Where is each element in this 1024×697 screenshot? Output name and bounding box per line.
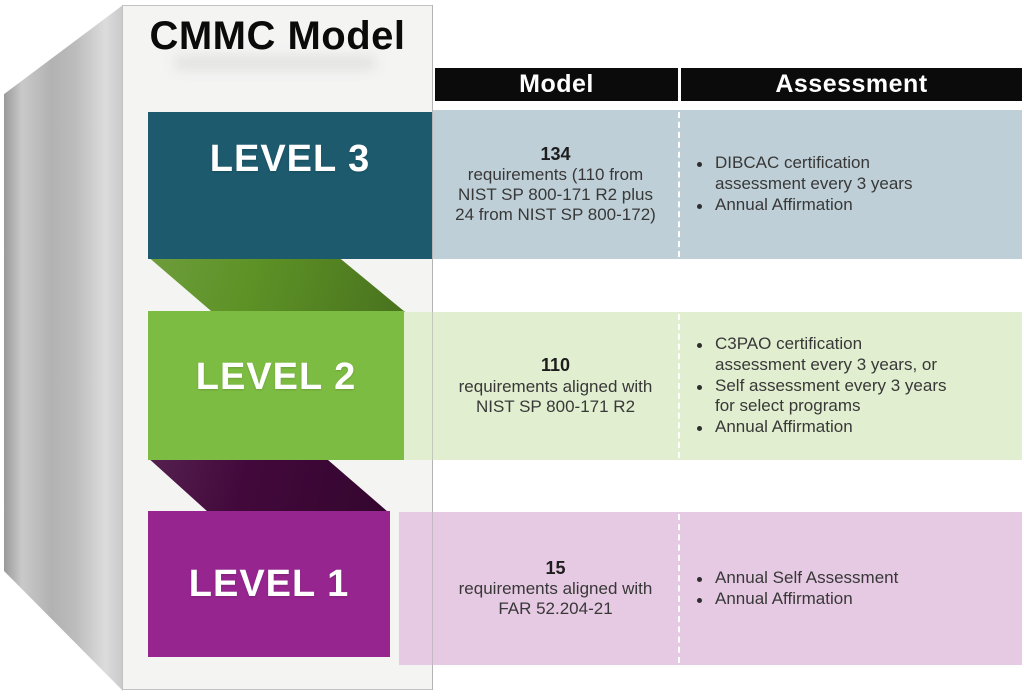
assessment-item: Annual Affirmation	[697, 195, 947, 216]
assessment-item: DIBCAC certification assessment every 3 …	[697, 153, 947, 194]
level3-requirement-count: 134	[540, 143, 571, 164]
column-header-model: Model	[435, 68, 678, 101]
column-divider-dashed	[678, 314, 680, 458]
panel-edge-line	[432, 5, 433, 690]
assessment-item: Annual Self Assessment	[696, 567, 899, 587]
assessment-item: Annual Affirmation	[697, 417, 947, 438]
level1-assessment-list: Annual Self Assessment Annual Affirmatio…	[681, 568, 898, 609]
level1-bar: LEVEL 1	[148, 511, 390, 657]
figure-title: CMMC Model	[149, 14, 406, 58]
level1-requirement-count: 15	[545, 557, 566, 578]
level2-bar: LEVEL 2	[148, 311, 404, 460]
level3-assessment-list: DIBCAC certification assessment every 3 …	[681, 153, 947, 215]
level2-assessment-cell: C3PAO certification assessment every 3 y…	[681, 312, 1016, 460]
column-header-assessment: Assessment	[681, 68, 1022, 101]
assessment-item: C3PAO certification assessment every 3 y…	[697, 334, 947, 375]
level2-requirement-count: 110	[540, 355, 571, 376]
level1-assessment-cell: Annual Self Assessment Annual Affirmatio…	[681, 512, 1016, 665]
column-divider-dashed	[678, 112, 680, 257]
title-shadow	[175, 56, 375, 70]
level3-assessment-cell: DIBCAC certification assessment every 3 …	[681, 110, 1016, 259]
assessment-item: Self assessment every 3 years for select…	[697, 375, 947, 416]
level2-assessment-list: C3PAO certification assessment every 3 y…	[681, 334, 947, 438]
column-divider-dashed	[678, 514, 680, 663]
box-side-face	[4, 5, 123, 691]
level3-bar: LEVEL 3	[148, 112, 432, 259]
assessment-item: Annual Affirmation	[696, 589, 898, 610]
